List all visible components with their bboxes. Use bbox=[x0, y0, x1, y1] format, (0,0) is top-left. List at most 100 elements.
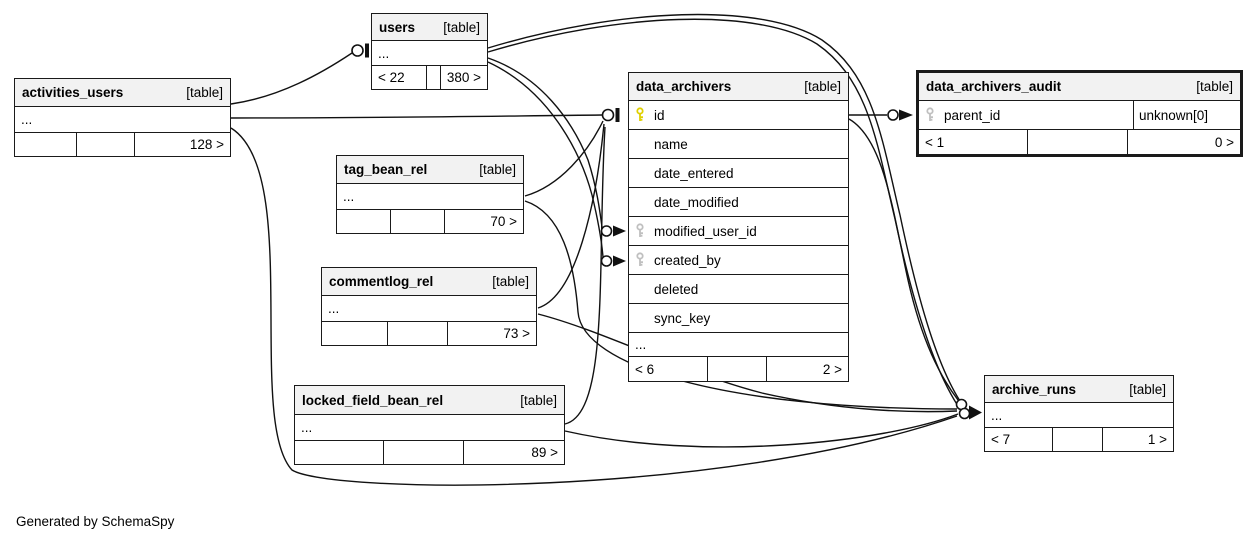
table-name: data_archivers_audit bbox=[926, 79, 1062, 94]
column-name: modified_user_id bbox=[654, 223, 757, 239]
connector-data-archivers-id bbox=[601, 108, 620, 122]
column-type-note: unknown[0] bbox=[1133, 101, 1240, 129]
connector-archive-runs bbox=[955, 398, 982, 420]
table-activities-users-footer: 128 > bbox=[15, 133, 230, 156]
edge-locked-field-to-data-archivers bbox=[564, 126, 606, 425]
table-activities-users-header: activities_users [table] bbox=[15, 79, 230, 107]
table-commentlog-rel-header: commentlog_rel [table] bbox=[322, 268, 536, 296]
table-name: locked_field_bean_rel bbox=[302, 392, 444, 408]
foreign-key-icon bbox=[635, 252, 648, 268]
table-data-archivers-ellipsis-row: ... bbox=[629, 333, 848, 357]
children-count: 70 > bbox=[490, 214, 517, 229]
table-data-archivers-audit-footer: < 1 0 > bbox=[919, 130, 1240, 154]
children-count: 128 > bbox=[189, 137, 224, 152]
column-row-modified-user-id: modified_user_id bbox=[629, 217, 848, 246]
table-locked-field-bean-rel-footer: 89 > bbox=[295, 441, 564, 464]
children-count: 73 > bbox=[503, 326, 530, 341]
parents-count bbox=[337, 210, 391, 233]
table-commentlog-rel-ellipsis-row: ... bbox=[322, 296, 536, 322]
table-activities-users[interactable]: activities_users [table] ... 128 > bbox=[14, 78, 231, 157]
table-data-archivers[interactable]: data_archivers [table] id name date_ente… bbox=[628, 72, 849, 382]
parents-count: < 7 bbox=[985, 428, 1053, 451]
edge-commentlog-rel-to-archive-runs bbox=[537, 313, 958, 413]
column-row-parent-id: parent_id unknown[0] bbox=[919, 101, 1240, 130]
table-data-archivers-header: data_archivers [table] bbox=[629, 73, 848, 101]
column-row-date-entered: date_entered bbox=[629, 159, 848, 188]
column-name: sync_key bbox=[654, 310, 711, 326]
column-row-date-modified: date_modified bbox=[629, 188, 848, 217]
table-locked-field-bean-rel-header: locked_field_bean_rel [table] bbox=[295, 386, 564, 415]
table-tag-bean-rel-ellipsis-row: ... bbox=[337, 184, 523, 210]
edge-data-archivers-to-archive-runs bbox=[848, 118, 959, 401]
parents-count bbox=[322, 322, 389, 345]
table-users-ellipsis-row: ... bbox=[372, 41, 487, 66]
table-tag: [table] bbox=[186, 85, 223, 100]
table-name: data_archivers bbox=[636, 79, 732, 94]
children-count: 89 > bbox=[531, 445, 558, 460]
table-name: tag_bean_rel bbox=[344, 162, 428, 177]
table-tag-bean-rel[interactable]: tag_bean_rel [table] ... 70 > bbox=[336, 155, 524, 234]
connector-audit-parent-id bbox=[887, 109, 913, 121]
footer-spacer bbox=[384, 441, 465, 464]
table-archive-runs-header: archive_runs [table] bbox=[985, 376, 1173, 403]
table-tag: [table] bbox=[1129, 381, 1166, 397]
table-archive-runs-footer: < 7 1 > bbox=[985, 428, 1173, 451]
table-data-archivers-audit[interactable]: data_archivers_audit [table] parent_id u… bbox=[916, 70, 1243, 157]
table-name: commentlog_rel bbox=[329, 274, 434, 289]
table-data-archivers-audit-header: data_archivers_audit [table] bbox=[919, 73, 1240, 101]
table-data-archivers-footer: < 6 2 > bbox=[629, 357, 848, 381]
column-name: parent_id bbox=[944, 107, 1001, 123]
table-tag-bean-rel-header: tag_bean_rel [table] bbox=[337, 156, 523, 184]
edge-users-to-modified-user-id bbox=[487, 57, 603, 228]
parents-count bbox=[15, 133, 78, 156]
foreign-key-icon bbox=[925, 107, 938, 123]
column-row-sync-key: sync_key bbox=[629, 304, 848, 333]
footer-spacer bbox=[708, 357, 767, 381]
foreign-key-icon bbox=[635, 223, 648, 239]
footer-spacer bbox=[388, 322, 449, 345]
connector-users-left bbox=[351, 43, 369, 58]
table-tag: [table] bbox=[492, 274, 529, 289]
children-count: 2 > bbox=[822, 361, 842, 377]
primary-key-icon bbox=[635, 107, 648, 123]
column-name: deleted bbox=[654, 281, 699, 297]
footer-spacer bbox=[1053, 428, 1104, 451]
edge-users-to-archive-runs-2 bbox=[487, 18, 959, 407]
edge-locked-field-to-archive-runs bbox=[564, 413, 959, 448]
edge-users-to-archive-runs-1 bbox=[487, 13, 961, 402]
table-commentlog-rel[interactable]: commentlog_rel [table] ... 73 > bbox=[321, 267, 537, 346]
table-commentlog-rel-footer: 73 > bbox=[322, 322, 536, 345]
table-name: archive_runs bbox=[992, 381, 1077, 397]
connector-modified-user-id bbox=[600, 225, 626, 237]
edge-activities-users-to-data-archivers bbox=[230, 114, 603, 119]
table-tag: [table] bbox=[443, 19, 480, 35]
column-name: date_modified bbox=[654, 194, 739, 210]
column-row-name: name bbox=[629, 130, 848, 159]
generated-by-note: Generated by SchemaSpy bbox=[16, 514, 175, 529]
table-users[interactable]: users [table] ... < 22 380 > bbox=[371, 13, 488, 90]
parents-count: < 6 bbox=[629, 357, 708, 381]
edge-users-to-created-by bbox=[487, 61, 604, 258]
edge-tag-bean-rel-to-data-archivers bbox=[524, 120, 604, 197]
footer-spacer bbox=[427, 66, 441, 89]
children-count: 0 > bbox=[1214, 134, 1234, 150]
table-name: users bbox=[379, 19, 416, 35]
table-archive-runs[interactable]: archive_runs [table] ... < 7 1 > bbox=[984, 375, 1174, 452]
footer-spacer bbox=[1028, 130, 1128, 154]
column-name: date_entered bbox=[654, 165, 734, 181]
table-tag: [table] bbox=[479, 162, 516, 177]
column-row-created-by: created_by bbox=[629, 246, 848, 275]
parents-count bbox=[295, 441, 384, 464]
column-row-deleted: deleted bbox=[629, 275, 848, 304]
table-users-footer: < 22 380 > bbox=[372, 66, 487, 89]
column-name: name bbox=[654, 136, 688, 152]
edge-activities-users-to-archive-runs bbox=[230, 127, 958, 486]
table-tag: [table] bbox=[804, 79, 841, 94]
table-users-header: users [table] bbox=[372, 14, 487, 41]
column-name: created_by bbox=[654, 252, 721, 268]
children-count: 1 > bbox=[1147, 432, 1167, 447]
table-locked-field-bean-rel[interactable]: locked_field_bean_rel [table] ... 89 > bbox=[294, 385, 565, 465]
table-name: activities_users bbox=[22, 85, 124, 100]
table-locked-field-bean-rel-ellipsis-row: ... bbox=[295, 415, 564, 441]
